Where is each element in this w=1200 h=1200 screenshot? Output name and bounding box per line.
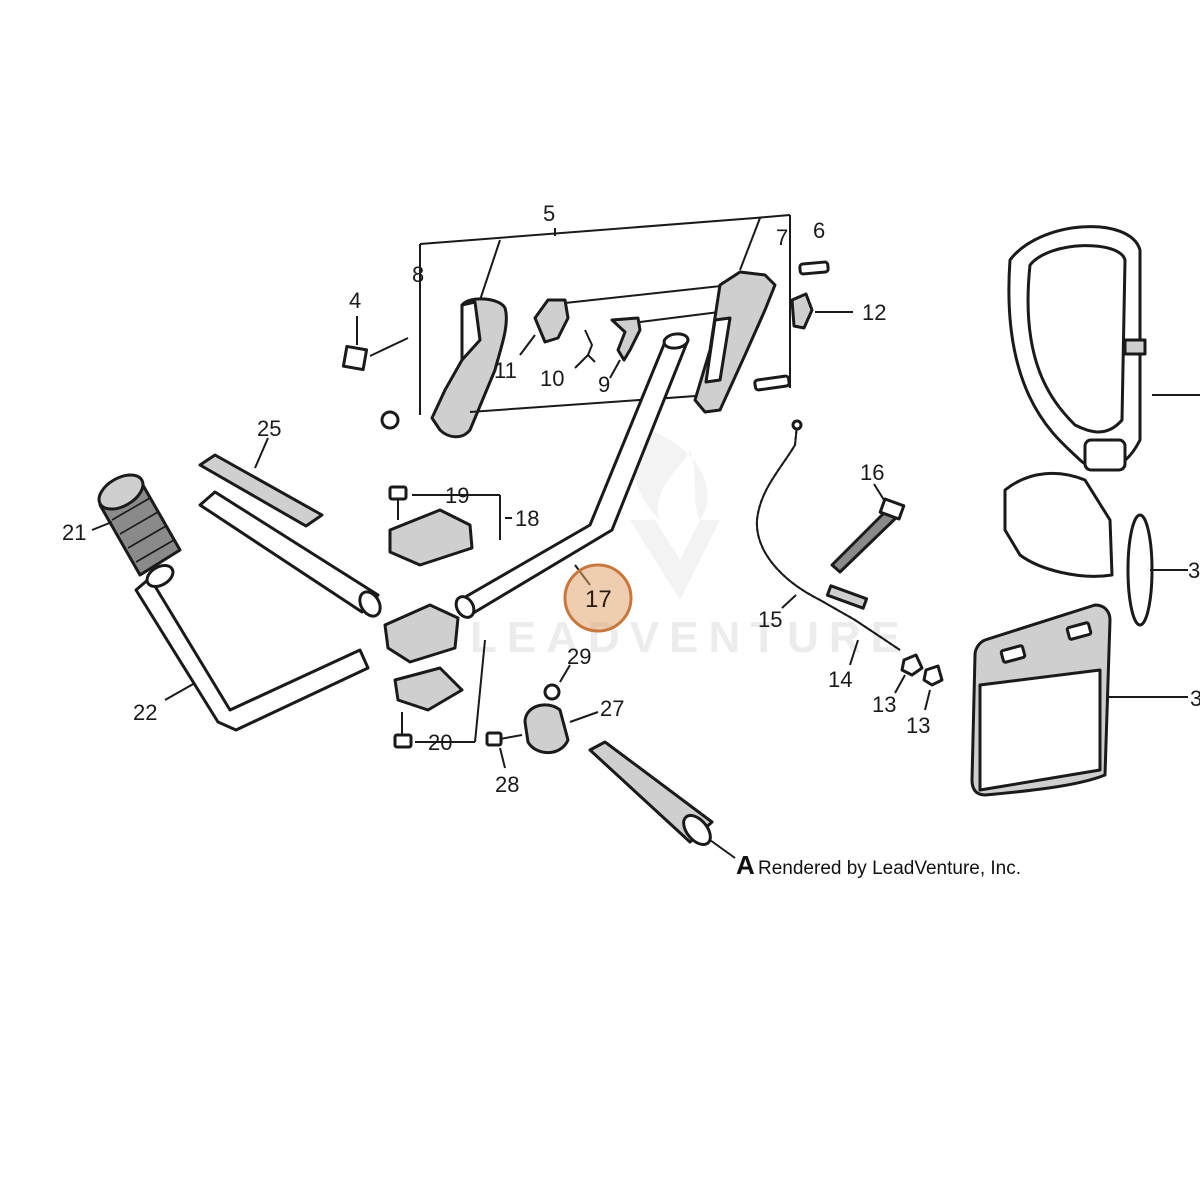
- watermark-text: LEADVENTURE: [470, 613, 910, 662]
- callout-6[interactable]: 6: [813, 218, 825, 243]
- callout-7[interactable]: 7: [776, 225, 788, 250]
- part-13-nut-a[interactable]: [900, 653, 924, 677]
- callout-21[interactable]: 21: [62, 520, 86, 545]
- highlight-callout-17[interactable]: 17: [563, 563, 633, 633]
- part-22-bent-handle-tube[interactable]: [134, 561, 370, 732]
- callout-25[interactable]: 25: [257, 416, 281, 441]
- part-harness-pad[interactable]: [970, 603, 1112, 797]
- part-15-throttle-cable[interactable]: [755, 419, 901, 651]
- callout-20[interactable]: 20: [428, 730, 452, 755]
- callout-28[interactable]: 28: [495, 772, 519, 797]
- callout-22[interactable]: 22: [133, 700, 157, 725]
- part-21-handle-grip[interactable]: [93, 468, 182, 577]
- part-a-front-grip[interactable]: [588, 740, 716, 849]
- callout-29[interactable]: 29: [567, 644, 591, 669]
- part-6-screw[interactable]: [798, 260, 830, 276]
- callout-12[interactable]: 12: [862, 300, 886, 325]
- callout-27[interactable]: 27: [600, 696, 624, 721]
- part-4-square-plate[interactable]: [341, 344, 369, 372]
- part-13-nut-b[interactable]: [922, 664, 944, 687]
- part-28-bolt[interactable]: [485, 731, 523, 747]
- part-7-screw[interactable]: [753, 374, 791, 392]
- part-27-clamp-band[interactable]: [523, 703, 570, 755]
- part-harness-strap[interactable]: [1003, 225, 1154, 627]
- part-29-nut[interactable]: [543, 683, 561, 701]
- callout-3-a[interactable]: 3: [1188, 558, 1200, 583]
- part-12-stop-switch[interactable]: [790, 292, 814, 330]
- part-10-spring[interactable]: [584, 329, 596, 363]
- callout-4[interactable]: 4: [349, 288, 361, 313]
- callout-16[interactable]: 16: [860, 460, 884, 485]
- part-17-main-handle-tube[interactable]: [453, 332, 690, 620]
- callout-18[interactable]: 18: [515, 506, 539, 531]
- part-19-bolt[interactable]: [388, 485, 408, 520]
- part-20-clamp-lower[interactable]: [383, 603, 464, 749]
- part-25-tube-sleeve[interactable]: [198, 453, 384, 620]
- part-16-cable-tie[interactable]: [830, 497, 906, 574]
- callout-17[interactable]: 17: [585, 586, 612, 613]
- callout-5[interactable]: 5: [543, 201, 555, 226]
- part-11-trigger[interactable]: [533, 298, 570, 344]
- callout-19[interactable]: 19: [445, 483, 469, 508]
- watermark-logo: [630, 430, 720, 600]
- callout-15[interactable]: 15: [758, 607, 782, 632]
- part-handle-housing-right[interactable]: [693, 270, 777, 414]
- callout-11[interactable]: 11: [494, 358, 517, 383]
- callout-10[interactable]: 10: [540, 366, 564, 391]
- callout-13-a[interactable]: 13: [872, 692, 896, 717]
- part-8-handle-housing-left[interactable]: [380, 297, 508, 439]
- part-18-clamp-upper[interactable]: [388, 508, 474, 567]
- callout-3-b[interactable]: 3: [1190, 686, 1200, 711]
- callout-8[interactable]: 8: [412, 262, 424, 287]
- credit-marker: A: [736, 850, 755, 880]
- part-9-throttle-lever[interactable]: [610, 316, 642, 362]
- callout-14[interactable]: 14: [828, 667, 852, 692]
- callout-13-b[interactable]: 13: [906, 713, 930, 738]
- callout-9[interactable]: 9: [598, 372, 610, 397]
- credit-text: Rendered by LeadVenture, Inc.: [758, 858, 1021, 879]
